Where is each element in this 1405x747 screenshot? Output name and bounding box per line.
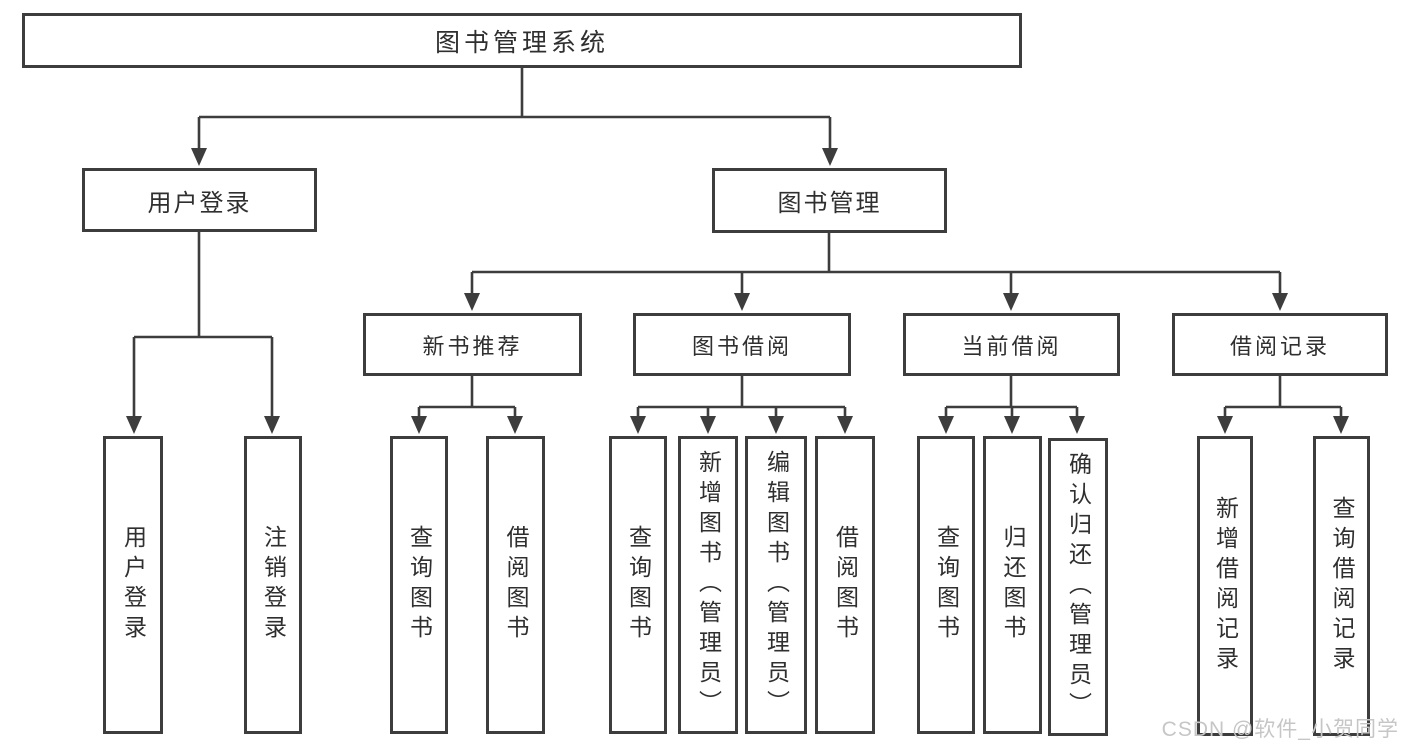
leaf-borrow-books-label: 借阅图书 bbox=[832, 525, 859, 645]
leaf-borrow-books-recommend: 借阅图书 bbox=[486, 436, 545, 734]
leaf-return-books-label: 归还图书 bbox=[1000, 525, 1026, 645]
node-current-borrow: 当前借阅 bbox=[903, 313, 1120, 376]
connector-wires bbox=[132, 68, 1343, 421]
leaf-query-borrow-record: 查询借阅记录 bbox=[1313, 436, 1370, 736]
leaf-query-borrow-record-label: 查询借阅记录 bbox=[1329, 496, 1355, 676]
leaf-user-login-label: 用户登录 bbox=[120, 525, 147, 645]
leaf-return-books: 归还图书 bbox=[983, 436, 1042, 734]
node-new-book-recommend: 新书推荐 bbox=[363, 313, 582, 376]
node-new-book-recommend-label: 新书推荐 bbox=[422, 333, 523, 359]
node-book-borrow: 图书借阅 bbox=[633, 313, 851, 376]
leaf-borrow-books-recommend-label: 借阅图书 bbox=[503, 525, 529, 645]
node-user-login: 用户登录 bbox=[82, 168, 317, 232]
leaf-query-books-borrow: 查询图书 bbox=[609, 436, 667, 734]
leaf-add-books-admin-label: 新增图书（管理员） bbox=[695, 450, 722, 720]
leaf-edit-books-admin: 编辑图书（管理员） bbox=[745, 436, 807, 734]
node-book-management-label: 图书管理 bbox=[777, 190, 882, 217]
leaf-query-books-recommend-label: 查询图书 bbox=[406, 525, 433, 645]
leaf-query-books-current-label: 查询图书 bbox=[933, 525, 960, 645]
node-system-root-label: 图书管理系统 bbox=[434, 28, 609, 57]
leaf-user-login: 用户登录 bbox=[103, 436, 163, 734]
leaf-logout-label: 注销登录 bbox=[260, 525, 287, 645]
leaf-query-books-borrow-label: 查询图书 bbox=[625, 525, 652, 645]
leaf-borrow-books: 借阅图书 bbox=[815, 436, 875, 734]
node-system-root: 图书管理系统 bbox=[22, 13, 1022, 68]
leaf-logout: 注销登录 bbox=[244, 436, 302, 734]
leaf-confirm-return-admin-label: 确认归还（管理员） bbox=[1065, 452, 1092, 722]
node-user-login-label: 用户登录 bbox=[147, 189, 252, 217]
leaf-confirm-return-admin: 确认归还（管理员） bbox=[1048, 438, 1108, 736]
leaf-add-borrow-record-label: 新增借阅记录 bbox=[1212, 496, 1239, 676]
node-borrow-records: 借阅记录 bbox=[1172, 313, 1388, 376]
leaf-query-books-recommend: 查询图书 bbox=[390, 436, 448, 734]
leaf-add-books-admin: 新增图书（管理员） bbox=[678, 436, 738, 734]
leaf-edit-books-admin-label: 编辑图书（管理员） bbox=[763, 450, 790, 720]
watermark: CSDN @软件_小贺同学 bbox=[1161, 718, 1399, 741]
node-borrow-records-label: 借阅记录 bbox=[1229, 333, 1330, 359]
node-current-borrow-label: 当前借阅 bbox=[961, 333, 1062, 359]
node-book-borrow-label: 图书借阅 bbox=[691, 333, 792, 359]
leaf-query-books-current: 查询图书 bbox=[917, 436, 975, 734]
leaf-add-borrow-record: 新增借阅记录 bbox=[1197, 436, 1253, 736]
node-book-management: 图书管理 bbox=[712, 168, 947, 233]
